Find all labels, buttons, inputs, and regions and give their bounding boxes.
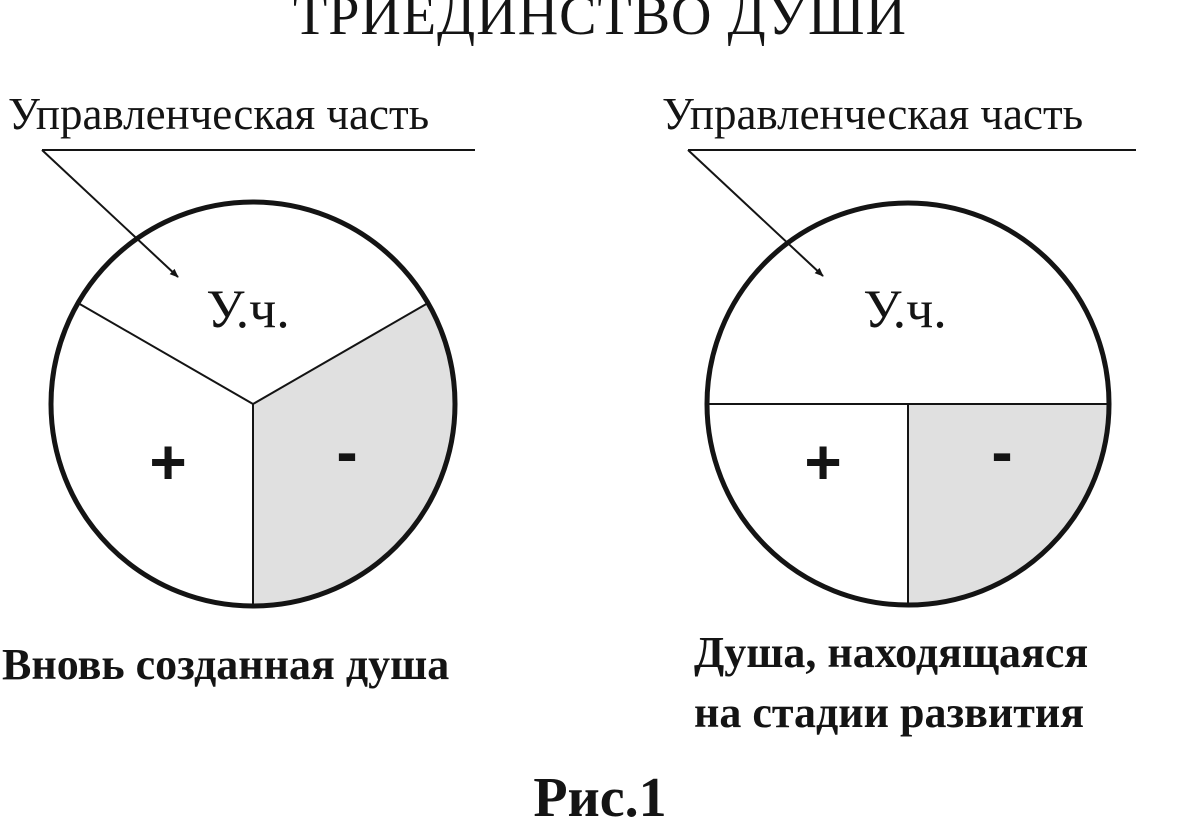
right-positive-sign: + [804,426,841,498]
left-control-part-label: У.ч. [206,279,290,339]
right-soul-circle: У.ч. + - [704,200,1112,608]
left-negative-sector [253,303,456,606]
diagram-title: ТРИЕДИНСТВО ДУШИ [293,0,907,47]
left-soul-circle: У.ч. + - [48,199,458,609]
right-negative-sign: - [991,416,1012,488]
right-negative-sector [908,404,1109,605]
left-callout-label: Управленческая часть [8,89,430,139]
right-callout-leader [687,149,1136,277]
left-positive-sign: + [149,426,186,498]
left-negative-sign: - [336,416,357,488]
right-caption-line-2: на стадии развития [694,688,1085,737]
left-callout-leader [41,149,475,278]
left-divider-a [77,302,254,405]
right-callout-label: Управленческая часть [662,89,1084,139]
left-caption: Вновь созданная душа [2,640,450,689]
right-caption-line-1: Душа, находящаяся [694,628,1089,677]
right-control-part-label: У.ч. [863,279,947,339]
figure-caption: Рис.1 [533,767,667,829]
left-divider-b [252,302,429,405]
